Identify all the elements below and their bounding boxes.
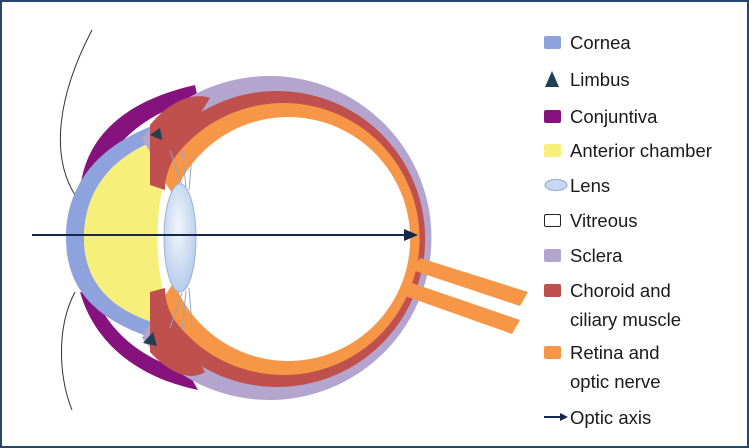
legend-label-lens: Lens (570, 171, 610, 200)
legend-item-retina: Retina and optic nerve (544, 342, 661, 396)
legend-item-vitreous: Vitreous (544, 210, 638, 235)
legend-item-choroid: Choroid and ciliary muscle (544, 280, 681, 334)
legend-item-cornea: Cornea (544, 32, 631, 57)
legend-label-anterior-chamber: Anterior chamber (570, 136, 712, 165)
lens-shape (164, 184, 196, 292)
legend-label-sclera: Sclera (570, 241, 622, 270)
legend-item-lens: Lens (544, 175, 610, 200)
retina-swatch-icon (544, 346, 561, 359)
vitreous-swatch-icon (544, 214, 561, 227)
anterior-chamber-swatch-icon (544, 144, 561, 157)
eye-anatomy-diagram (0, 0, 540, 448)
choroid-swatch-icon (544, 284, 561, 297)
legend-item-sclera: Sclera (544, 245, 622, 270)
legend-label-vitreous: Vitreous (570, 206, 638, 235)
arrow-marker-icon (544, 411, 570, 423)
conjuntiva-swatch-icon (544, 110, 561, 123)
legend-label-cornea: Cornea (570, 28, 631, 57)
ellipse-swatch-icon (544, 178, 570, 192)
sclera-swatch-icon (544, 249, 561, 262)
legend-item-conjuntiva: Conjuntiva (544, 106, 657, 131)
cornea-swatch-icon (544, 36, 561, 49)
legend-item-optic-axis: Optic axis (544, 407, 651, 432)
legend-label-limbus: Limbus (570, 65, 630, 94)
triangle-marker-icon (544, 70, 560, 88)
legend-label-optic-axis: Optic axis (570, 403, 651, 432)
legend-label-retina: Retina and optic nerve (570, 338, 661, 396)
legend-item-limbus: Limbus (544, 69, 630, 94)
legend-item-anterior-chamber: Anterior chamber (544, 140, 712, 165)
legend-label-choroid: Choroid and ciliary muscle (570, 276, 681, 334)
legend-label-conjuntiva: Conjuntiva (570, 102, 657, 131)
lower-eyelid-line (61, 292, 75, 410)
